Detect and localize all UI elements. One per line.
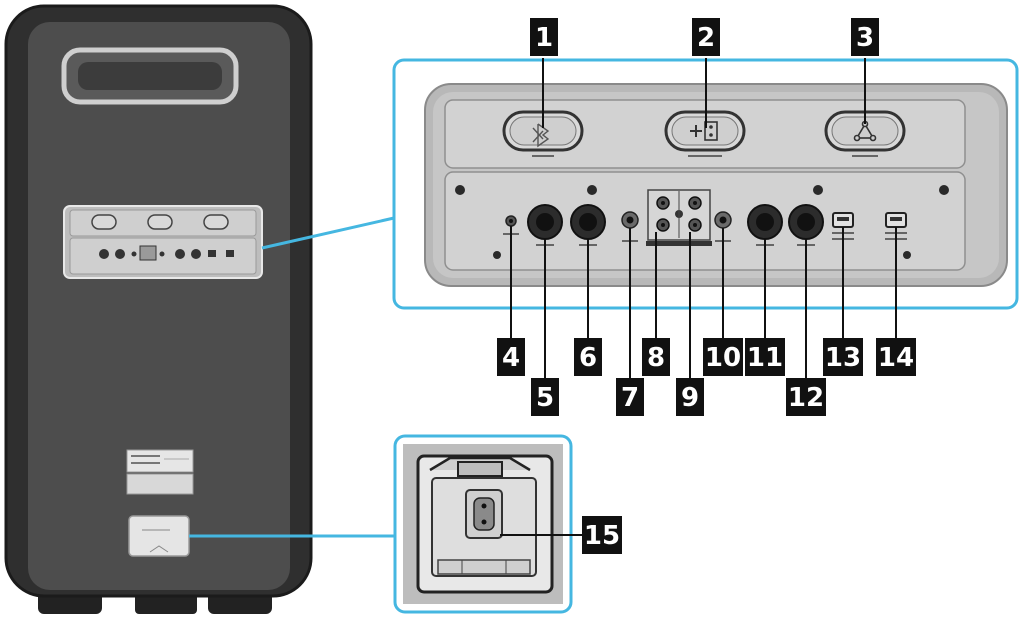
speaker-back-plate <box>28 22 290 590</box>
svg-text:7: 7 <box>621 383 639 413</box>
callout-2: 2 <box>692 18 720 56</box>
callout-badges: 1 2 3 4 5 6 7 8 9 10 11 <box>497 18 916 554</box>
svg-text:8: 8 <box>647 343 665 373</box>
rating-label <box>126 449 194 473</box>
svg-text:9: 9 <box>681 383 699 413</box>
svg-text:3: 3 <box>856 23 874 53</box>
speaker-body <box>4 4 313 614</box>
power-socket-detail <box>403 444 563 604</box>
callout-5: 5 <box>531 378 559 416</box>
svg-text:15: 15 <box>584 521 620 551</box>
callout-11: 11 <box>745 338 785 376</box>
mode-button[interactable] <box>664 110 746 157</box>
callout-10: 10 <box>703 338 743 376</box>
callout-4: 4 <box>497 338 525 376</box>
mode-icon <box>690 121 718 141</box>
svg-text:14: 14 <box>878 343 914 373</box>
power-socket-zoom-frame <box>393 434 573 614</box>
callout-7: 7 <box>616 378 644 416</box>
mini-button-3 <box>203 214 229 230</box>
callout-3: 3 <box>851 18 879 56</box>
power-socket-cover <box>128 515 190 557</box>
group-link-icon <box>853 120 877 142</box>
svg-text:12: 12 <box>788 383 824 413</box>
svg-text:13: 13 <box>825 343 861 373</box>
callout-13: 13 <box>823 338 863 376</box>
callout-6: 6 <box>574 338 602 376</box>
leader-lines <box>500 58 897 536</box>
callout-8: 8 <box>642 338 670 376</box>
svg-text:10: 10 <box>705 343 741 373</box>
mini-button-2 <box>147 214 173 230</box>
rca-jack-block[interactable] <box>646 189 712 246</box>
callout-12: 12 <box>786 378 826 416</box>
callout-1: 1 <box>530 18 558 56</box>
svg-text:1: 1 <box>535 23 553 53</box>
carry-handle-grip <box>78 62 222 90</box>
callout-14: 14 <box>876 338 916 376</box>
zoom-connectors <box>189 58 1019 614</box>
svg-text:6: 6 <box>579 343 597 373</box>
svg-text:2: 2 <box>697 23 715 53</box>
svg-text:11: 11 <box>747 343 783 373</box>
panel-screws <box>455 185 949 259</box>
mini-button-1 <box>91 214 117 230</box>
svg-text:4: 4 <box>502 343 520 373</box>
serial-label <box>126 473 194 495</box>
callout-9: 9 <box>676 378 704 416</box>
bluetooth-icon <box>532 123 550 148</box>
control-panel-detail <box>424 83 1008 287</box>
svg-text:5: 5 <box>536 383 554 413</box>
callout-15: 15 <box>582 516 622 554</box>
